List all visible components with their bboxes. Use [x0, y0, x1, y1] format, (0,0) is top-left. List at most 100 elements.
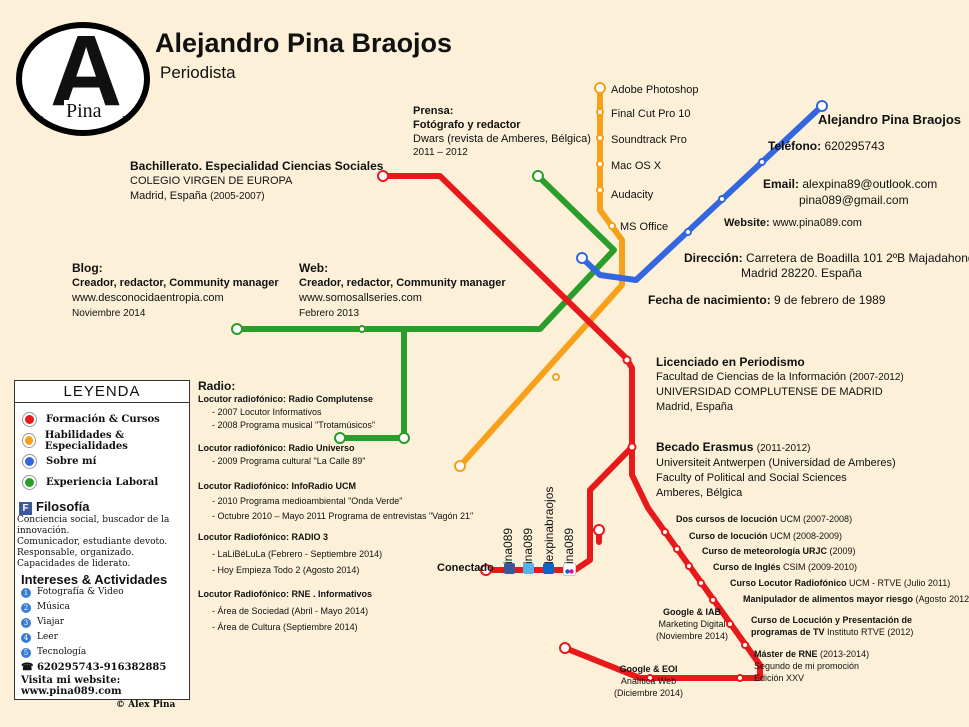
station — [816, 100, 828, 112]
master-block: Máster de RNE (2013-2014) Segundo de mi … — [754, 649, 870, 683]
radio-item: - 2010 Programa medioambiental "Onda Ver… — [212, 496, 403, 506]
copyright: © Alex Pina — [116, 700, 176, 710]
station — [608, 222, 616, 230]
legend-dot-icon — [23, 455, 36, 468]
erasmus-line-2: Faculty of Political and Social Sciences — [656, 472, 847, 484]
iab-block: Google & IAB Marketing Digital (Noviembr… — [656, 607, 729, 641]
logo: A Pina ® TM — [14, 15, 152, 138]
blog-heading: Blog: — [72, 261, 103, 275]
station — [596, 186, 604, 194]
blog-block: Blog: Creador, redactor, Community manag… — [72, 261, 279, 321]
station — [646, 674, 654, 682]
web-block: Web: Creador, redactor, Community manage… — [299, 261, 506, 321]
linkedin-icon[interactable] — [543, 563, 554, 574]
skill-item: Mac OS X — [611, 160, 662, 172]
website-label: Website: — [724, 217, 770, 229]
licenciado-place: Madrid, España — [656, 401, 734, 413]
course-item: Manipulador de alimentos mayor riesgo (A… — [743, 594, 969, 604]
radio-title: Locutor radiofónico: Radio Universo — [198, 443, 355, 453]
erasmus-title: Becado Erasmus — [656, 440, 754, 454]
legend-dot-icon — [23, 413, 36, 426]
birth-value: 9 de febrero de 1989 — [774, 293, 886, 307]
radio-title: Locutor Radiofónico: RNE . Informativos — [198, 589, 373, 599]
twitter-icon[interactable] — [523, 563, 534, 574]
legend-visit[interactable]: Visita mi website: www.pina089.com — [21, 675, 122, 697]
bachillerato-title: Bachillerato. Especialidad Ciencias Soci… — [130, 159, 384, 173]
skill-item: Final Cut Pro 10 — [611, 108, 691, 120]
station — [709, 596, 717, 604]
blog-url[interactable]: www.desconocidaentropia.com — [72, 292, 224, 304]
station — [697, 579, 705, 587]
radio-heading: Radio: — [198, 379, 236, 393]
station — [334, 432, 346, 444]
flickr-icon[interactable] — [563, 563, 576, 576]
email-value-2[interactable]: pina089@gmail.com — [799, 193, 909, 207]
bachillerato-block: Bachillerato. Especialidad Ciencias Soci… — [130, 159, 383, 204]
station — [685, 562, 693, 570]
station — [718, 195, 726, 203]
blog-role: Creador, redactor, Community manager — [72, 277, 279, 289]
course-item: Curso de Inglés CSIM (2009-2010) — [713, 562, 858, 572]
station — [661, 528, 669, 536]
orange-line — [457, 85, 625, 469]
station — [673, 545, 681, 553]
prensa-block: Prensa: Fotógrafo y redactor Dwars (revi… — [413, 104, 591, 160]
radio-title: Locutor Radiofónico: InfoRadio UCM — [198, 481, 356, 491]
eoi-block: Google & EOI Analítica Web (Diciembre 20… — [614, 664, 684, 698]
web-url[interactable]: www.somosallseries.com — [299, 292, 422, 304]
station — [596, 134, 604, 142]
email-value-1[interactable]: alexpina89@outlook.com — [802, 177, 938, 191]
stations — [231, 82, 828, 682]
philosophy-icon: F — [19, 502, 32, 515]
radio-item: - 2009 Programa cultural "La Calle 89" — [212, 456, 366, 466]
logo-word: Pina — [64, 100, 104, 123]
station — [377, 170, 389, 182]
skill-item: MS Office — [620, 221, 669, 233]
page-title: Alejandro Pina Braojos — [155, 28, 453, 58]
skill-item: Adobe Photoshop — [611, 84, 699, 96]
phone-icon: ☎ — [21, 662, 37, 673]
licenciado-faculty: Facultad de Ciencias de la Información — [656, 371, 847, 383]
radio-item: - 2008 Programa musical "Trotamúsicos" — [212, 420, 376, 430]
erasmus-line-3: Amberes, Bélgica — [656, 487, 743, 499]
prensa-outlet: Dwars (revista de Amberes, Bélgica) — [413, 133, 591, 145]
radio-item: - Octubre 2010 – Mayo 2011 Programa de e… — [212, 511, 474, 521]
station — [726, 620, 734, 628]
contact-name: Alejandro Pina Braojos — [818, 112, 962, 127]
address-label: Dirección: — [684, 251, 743, 265]
address-line-2: Madrid 28220. España — [741, 266, 862, 280]
erasmus-block: Becado Erasmus (2011-2012) Universiteit … — [656, 440, 896, 501]
radio-item: - LaLiBéLuLa (Febrero - Septiembre 2014) — [212, 549, 383, 559]
blue-line — [579, 103, 825, 283]
station — [532, 170, 544, 182]
station — [552, 373, 560, 381]
station — [736, 674, 744, 682]
logo-mark-r: ® — [40, 116, 44, 122]
social-handle[interactable]: /alexpinabraojos — [542, 486, 556, 574]
green-line — [234, 173, 617, 332]
erasmus-line-1: Universiteit Antwerpen (Universidad de A… — [656, 457, 896, 469]
radio-item: - Área de Sociedad (Abril - Mayo 2014) — [212, 606, 369, 616]
blog-date: Noviembre 2014 — [72, 308, 146, 319]
website-value[interactable]: www.pina089.com — [772, 217, 862, 229]
email-label: Email: — [763, 177, 800, 191]
rtve-course: Curso de Locución y Presentación de prog… — [751, 615, 914, 637]
interests-title: Intereses & Actividades — [21, 572, 168, 587]
phone-value: 620295743 — [824, 139, 885, 153]
course-item: Curso de locución UCM (2008-2009) — [689, 531, 843, 541]
bachillerato-years: (2005-2007) — [210, 191, 265, 202]
licenciado-years: (2007-2012) — [849, 372, 904, 383]
web-heading: Web: — [299, 261, 329, 275]
legend-item: Sobre mí — [15, 451, 189, 472]
station — [454, 460, 466, 472]
address-line-1: Carretera de Boadilla 101 2ºB Majadahond… — [746, 251, 969, 265]
station — [596, 160, 604, 168]
phone-label: Teléfono: — [768, 139, 822, 153]
legend-item: Experiencia Laboral — [15, 472, 189, 493]
licenciado-title: Licenciado en Periodismo — [656, 355, 805, 369]
facebook-icon[interactable] — [504, 563, 515, 574]
